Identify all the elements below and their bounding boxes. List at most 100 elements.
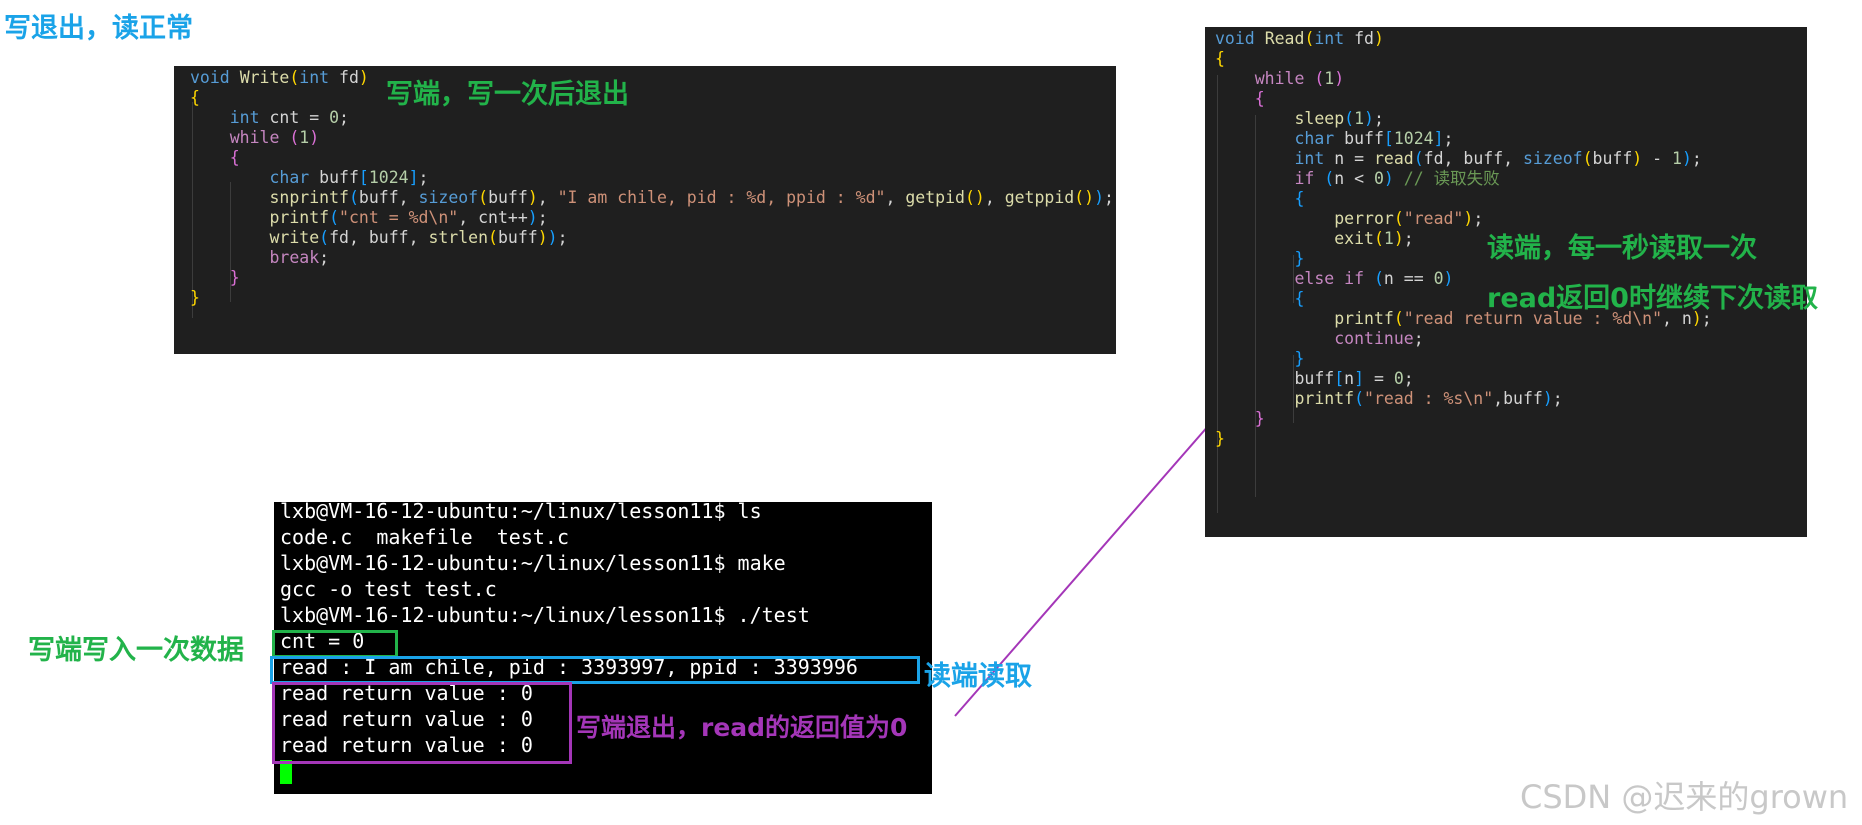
code-token: write bbox=[269, 228, 320, 247]
code-line: } bbox=[1215, 347, 1304, 371]
code-token: ; bbox=[339, 108, 349, 127]
code-token: ; bbox=[418, 168, 429, 187]
code-token: "read : %s\n" bbox=[1364, 389, 1494, 408]
code-token: n < bbox=[1334, 169, 1374, 188]
code-token: getpid bbox=[905, 188, 965, 207]
code-token: sizeof bbox=[1523, 149, 1583, 168]
code-token bbox=[1215, 309, 1334, 328]
terminal-window[interactable]: lxb@VM-16-12-ubuntu:~/linux/lesson11$ ls… bbox=[274, 502, 932, 794]
code-line: } bbox=[190, 266, 240, 290]
code-token: , bbox=[885, 188, 906, 207]
code-token: , cnt++ bbox=[458, 208, 528, 227]
read-annotation-zero: read返回0时继续下次读取 bbox=[1487, 283, 1818, 314]
code-token: fd, buff, bbox=[1423, 149, 1523, 168]
code-line: } bbox=[1215, 407, 1265, 431]
annotation-write-exit: 写端退出，read的返回值为0 bbox=[576, 713, 908, 742]
code-token: "cnt = %d\n" bbox=[339, 208, 459, 227]
code-token: int bbox=[299, 68, 330, 87]
read-code-panel: void Read(int fd){ while (1) { sleep(1);… bbox=[1205, 27, 1807, 537]
code-token: } bbox=[229, 268, 240, 287]
code-token: ( bbox=[478, 188, 489, 207]
code-token: { bbox=[1294, 189, 1305, 208]
code-token: ] bbox=[1354, 369, 1365, 388]
code-token: "I am chile, pid : %d, ppid : %d" bbox=[557, 188, 886, 207]
code-token: } bbox=[190, 288, 200, 307]
code-token: ) bbox=[1374, 29, 1384, 48]
code-token: getppid bbox=[1004, 188, 1075, 207]
code-token: ) bbox=[1094, 188, 1105, 207]
code-token: ) bbox=[527, 188, 538, 207]
code-token: ) bbox=[1364, 109, 1374, 128]
code-token: n bbox=[1344, 369, 1355, 388]
code-token: [ bbox=[1334, 369, 1345, 388]
code-line: perror("read"); bbox=[1215, 207, 1483, 231]
code-token: ( bbox=[1344, 109, 1355, 128]
code-line: while (1) bbox=[1215, 67, 1344, 91]
code-token: if bbox=[1294, 169, 1315, 188]
code-token bbox=[190, 108, 230, 127]
code-token: n = bbox=[1324, 149, 1374, 168]
terminal-line: read return value : 0 bbox=[280, 733, 533, 757]
indent-guide bbox=[1293, 355, 1294, 423]
code-token: - bbox=[1642, 149, 1673, 168]
code-token: ) bbox=[537, 228, 548, 247]
terminal-line: read return value : 0 bbox=[280, 681, 533, 705]
code-token: ; bbox=[1691, 149, 1702, 168]
code-token bbox=[190, 228, 269, 247]
read-annotation-interval: 读端，每一秒读取一次 bbox=[1487, 233, 1757, 264]
code-token bbox=[1215, 129, 1294, 148]
code-token: sizeof bbox=[418, 188, 479, 207]
code-token: ) bbox=[1334, 69, 1345, 88]
indent-guide bbox=[1293, 255, 1294, 303]
code-token: sleep bbox=[1294, 109, 1345, 128]
code-line: continue; bbox=[1215, 327, 1424, 351]
write-code-annotation: 写端，写一次后退出 bbox=[386, 79, 629, 110]
code-token: ; bbox=[1552, 389, 1563, 408]
code-token: ; bbox=[1104, 188, 1114, 207]
code-token: ; bbox=[1403, 369, 1414, 388]
code-token bbox=[1215, 409, 1255, 428]
code-token: 1 bbox=[1354, 109, 1365, 128]
highlight-write-once bbox=[272, 630, 398, 658]
terminal-line: lxb@VM-16-12-ubuntu:~/linux/lesson11$ ./… bbox=[280, 603, 810, 627]
code-token bbox=[190, 148, 230, 167]
code-token: ; bbox=[1413, 329, 1424, 348]
code-token: // 读取失败 bbox=[1403, 169, 1500, 188]
code-token bbox=[1215, 149, 1294, 168]
terminal-line: lxb@VM-16-12-ubuntu:~/linux/lesson11$ ma… bbox=[280, 551, 786, 575]
code-token: = bbox=[1364, 369, 1394, 388]
code-line: } bbox=[1215, 247, 1304, 271]
code-line: char buff[1024]; bbox=[190, 166, 428, 190]
code-token: ; bbox=[1373, 109, 1384, 128]
code-token: 1024 bbox=[368, 168, 409, 187]
code-token: , bbox=[537, 188, 558, 207]
code-token: ; bbox=[1473, 209, 1484, 228]
indent-guide bbox=[192, 102, 193, 318]
code-token: ,buff bbox=[1493, 389, 1543, 408]
code-token: 0 bbox=[1373, 169, 1384, 188]
terminal-line: cnt = 0 bbox=[280, 629, 365, 653]
code-token: ) bbox=[1691, 309, 1702, 328]
code-token: ] bbox=[408, 168, 419, 187]
code-token: } bbox=[1294, 349, 1305, 368]
code-token: continue bbox=[1334, 329, 1414, 348]
code-token bbox=[190, 188, 269, 207]
watermark: CSDN @迟来的grown bbox=[1520, 778, 1849, 816]
code-token: read bbox=[1373, 149, 1414, 168]
code-line: else if (n == 0) bbox=[1215, 267, 1453, 291]
code-line: if (n < 0) // 读取失败 bbox=[1215, 167, 1500, 191]
code-token: [ bbox=[358, 168, 369, 187]
highlight-read-output bbox=[270, 656, 920, 684]
code-token: ; bbox=[557, 228, 568, 247]
code-token: ( bbox=[488, 228, 498, 247]
code-token: "read return value : %d\n" bbox=[1403, 309, 1663, 328]
code-token: ( bbox=[1393, 209, 1404, 228]
code-token bbox=[1215, 269, 1294, 288]
code-token: n == bbox=[1383, 269, 1434, 288]
code-token: ; bbox=[1443, 129, 1454, 148]
code-token bbox=[1215, 209, 1334, 228]
code-token bbox=[190, 248, 269, 267]
code-line: exit(1); bbox=[1215, 227, 1414, 251]
code-token: printf bbox=[1294, 389, 1355, 408]
indent-guide bbox=[1217, 75, 1218, 513]
